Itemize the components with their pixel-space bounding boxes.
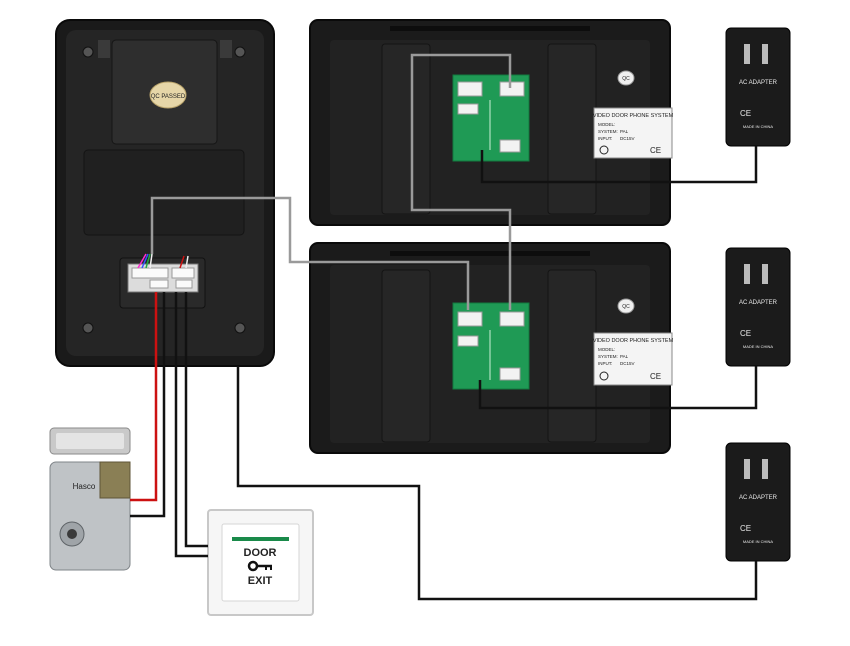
exit-button-top-text: DOOR [244, 547, 277, 559]
monitor-1-pcb [452, 74, 530, 162]
exit-button: DOOR EXIT [207, 509, 314, 616]
adapter-3-ce: CE [740, 524, 751, 533]
monitor-1-label-system-value: PAL [620, 129, 629, 134]
monitor-1-qc-text: QC [622, 76, 630, 82]
monitor-2-label-title: VIDEO DOOR PHONE SYSTEM [593, 338, 674, 344]
wire-outdoor-power [236, 366, 758, 601]
key-icon [247, 560, 272, 572]
monitor-1-label-system: SYSTEM: [598, 129, 618, 134]
wiring [130, 53, 758, 601]
monitor-2-label-input-value: DC15V [620, 361, 635, 366]
adapter-3-title: AC ADAPTER [739, 495, 778, 501]
adapter-2-ce: CE [740, 329, 751, 338]
power-adapter-1: AC ADAPTER CE MADE IN CHINA [725, 27, 791, 147]
monitor-2-label-input: INPUT: [598, 361, 612, 366]
wire-lock-black [130, 292, 166, 518]
monitor-2-qc-sticker: QC [617, 298, 635, 314]
power-adapter-2: AC ADAPTER CE MADE IN CHINA [725, 247, 791, 367]
monitor-2-pcb [452, 302, 530, 390]
monitor-2-product-label: VIDEO DOOR PHONE SYSTEM MODEL: SYSTEM: P… [593, 332, 674, 386]
monitor-2-qc-text: QC [622, 304, 630, 310]
monitor-2-label-ce: CE [650, 372, 661, 381]
qc-passed-text: QC PASSED [151, 94, 186, 100]
adapter-1-made-in: MADE IN CHINA [743, 124, 774, 129]
adapter-2-made-in: MADE IN CHINA [743, 344, 774, 349]
adapter-1-ce: CE [740, 109, 751, 118]
wire-monitor-1-power [480, 146, 758, 184]
monitor-1-label-input-value: DC15V [620, 136, 635, 141]
monitor-1-label-input: INPUT: [598, 136, 612, 141]
power-adapter-3: AC ADAPTER CE MADE IN CHINA [725, 442, 791, 562]
outdoor-unit-leads [137, 253, 189, 269]
monitor-1-label-model: MODEL: [598, 122, 615, 127]
monitor-2-label-system: SYSTEM: [598, 354, 618, 359]
monitor-2-label-model: MODEL: [598, 347, 615, 352]
monitor-1-label-title: VIDEO DOOR PHONE SYSTEM [593, 113, 674, 119]
wire-monitor-2-power [478, 366, 758, 410]
monitor-1-product-label: VIDEO DOOR PHONE SYSTEM MODEL: SYSTEM: P… [593, 107, 674, 159]
indoor-monitor-2: VIDEO DOOR PHONE SYSTEM MODEL: SYSTEM: P… [309, 242, 674, 454]
indoor-monitor-1: VIDEO DOOR PHONE SYSTEM MODEL: SYSTEM: P… [309, 19, 674, 226]
wire-outdoor-to-monitors [150, 196, 470, 310]
electric-lock: Hasco [49, 427, 131, 571]
qc-passed-sticker: QC PASSED [149, 81, 187, 109]
outdoor-camera-unit: QC PASSED [55, 19, 275, 367]
exit-button-bottom-text: EXIT [248, 575, 273, 587]
monitor-2-label-system-value: PAL [620, 354, 629, 359]
monitor-1-label-ce: CE [650, 146, 661, 155]
wire-exit-2 [184, 292, 208, 548]
adapter-3-made-in: MADE IN CHINA [743, 539, 774, 544]
adapter-2-title: AC ADAPTER [739, 300, 778, 306]
wire-exit-1 [174, 292, 208, 558]
lock-brand-text: Hasco [73, 482, 96, 491]
monitor-1-qc-sticker: QC [617, 70, 635, 86]
adapter-1-title: AC ADAPTER [739, 80, 778, 86]
wire-monitor-link-upper [410, 53, 512, 310]
wire-lock-red [130, 292, 158, 502]
